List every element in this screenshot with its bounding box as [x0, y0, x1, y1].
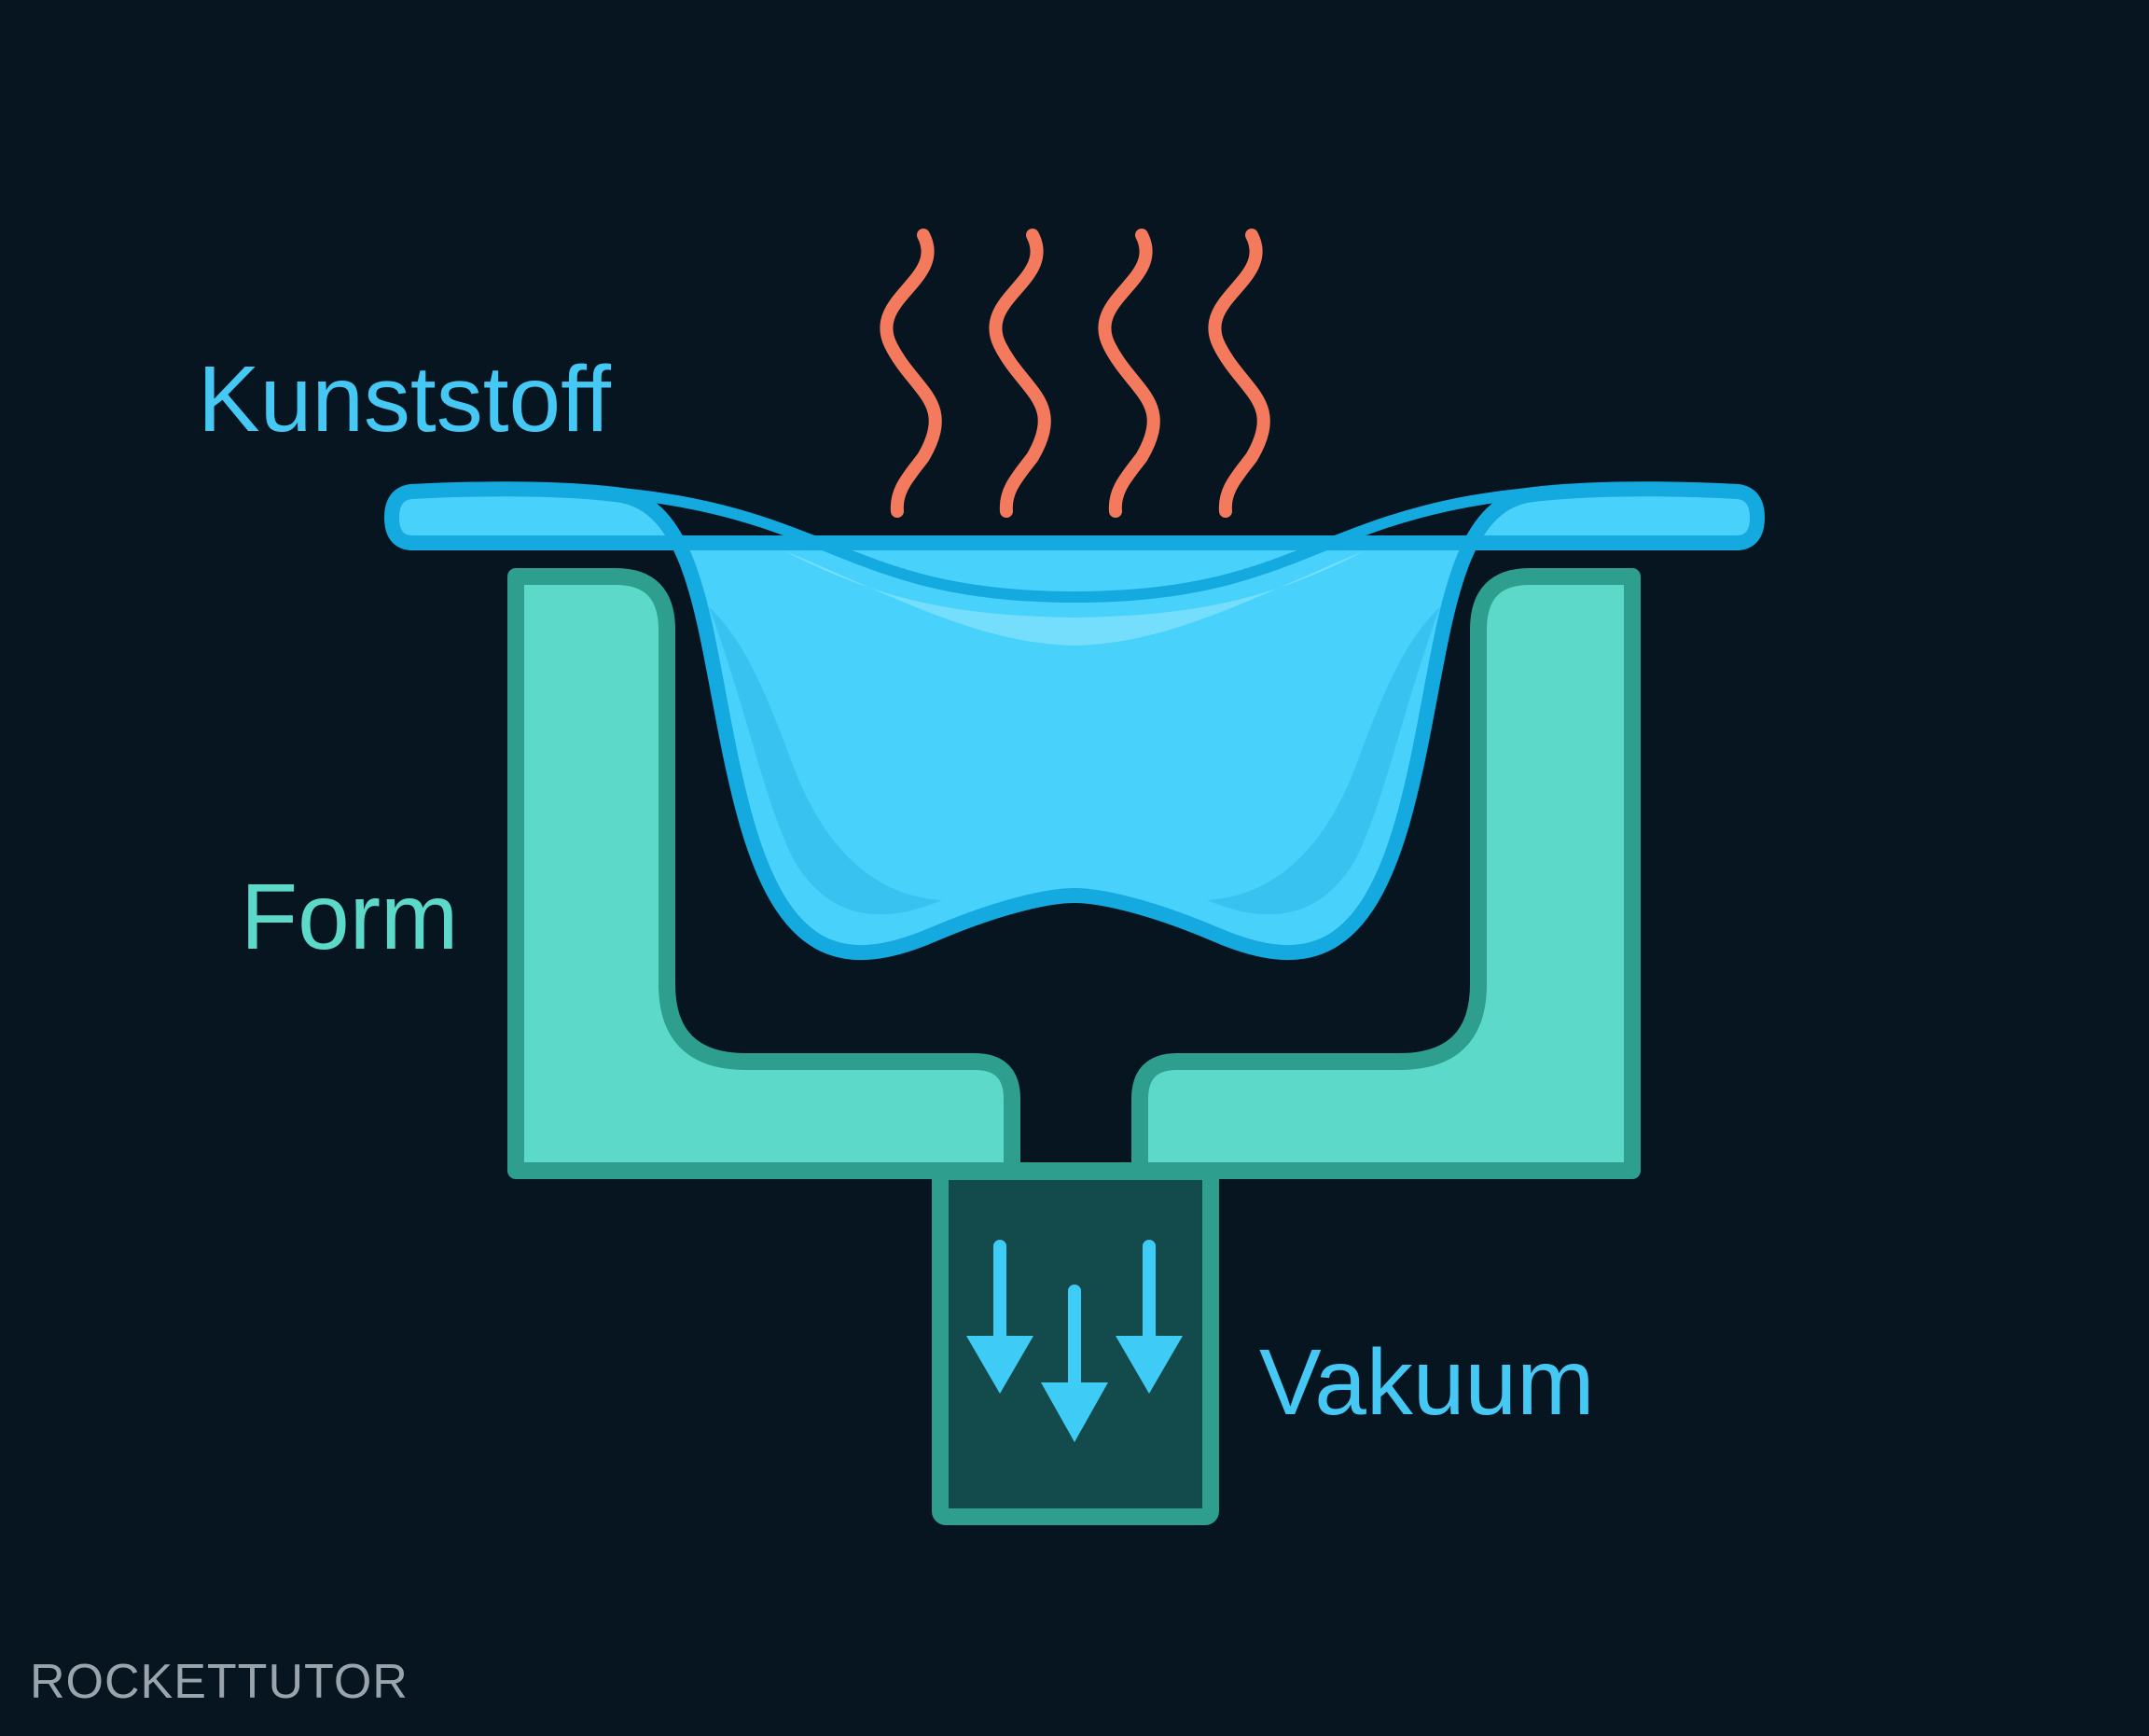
heat-wave-icon-1 [880, 229, 942, 518]
mold-label: Form [241, 865, 458, 969]
mold [507, 568, 1641, 1179]
down-arrow-icon-3 [1116, 1240, 1183, 1394]
plastic-inner-shadow-right [1207, 606, 1440, 915]
plastic-highlight [783, 550, 1366, 646]
heat-wave-icon-3 [1098, 229, 1160, 518]
plastic-sheet-shape [384, 481, 1765, 961]
down-arrow-icon-1 [966, 1240, 1033, 1394]
plastic-sheet [384, 481, 1765, 961]
heat-wave-icon-2 [989, 229, 1051, 518]
watermark-logo: ROCKETTUTOR [30, 1655, 409, 1709]
plastic-top-surface [405, 482, 1744, 604]
heat-waves [880, 229, 1270, 518]
watermark-text: ROCKETTUTOR [30, 1655, 409, 1709]
heat-wave-icon-4 [1208, 229, 1270, 518]
plastic-label: Kunststoff [198, 347, 611, 451]
down-arrow-icon-2 [1041, 1285, 1108, 1442]
mold-shape [507, 568, 1641, 1179]
plastic-inner-shadow [709, 606, 942, 915]
vacuum-arrows [966, 1240, 1183, 1442]
vacuum-label: Vakuum [1259, 1330, 1594, 1435]
